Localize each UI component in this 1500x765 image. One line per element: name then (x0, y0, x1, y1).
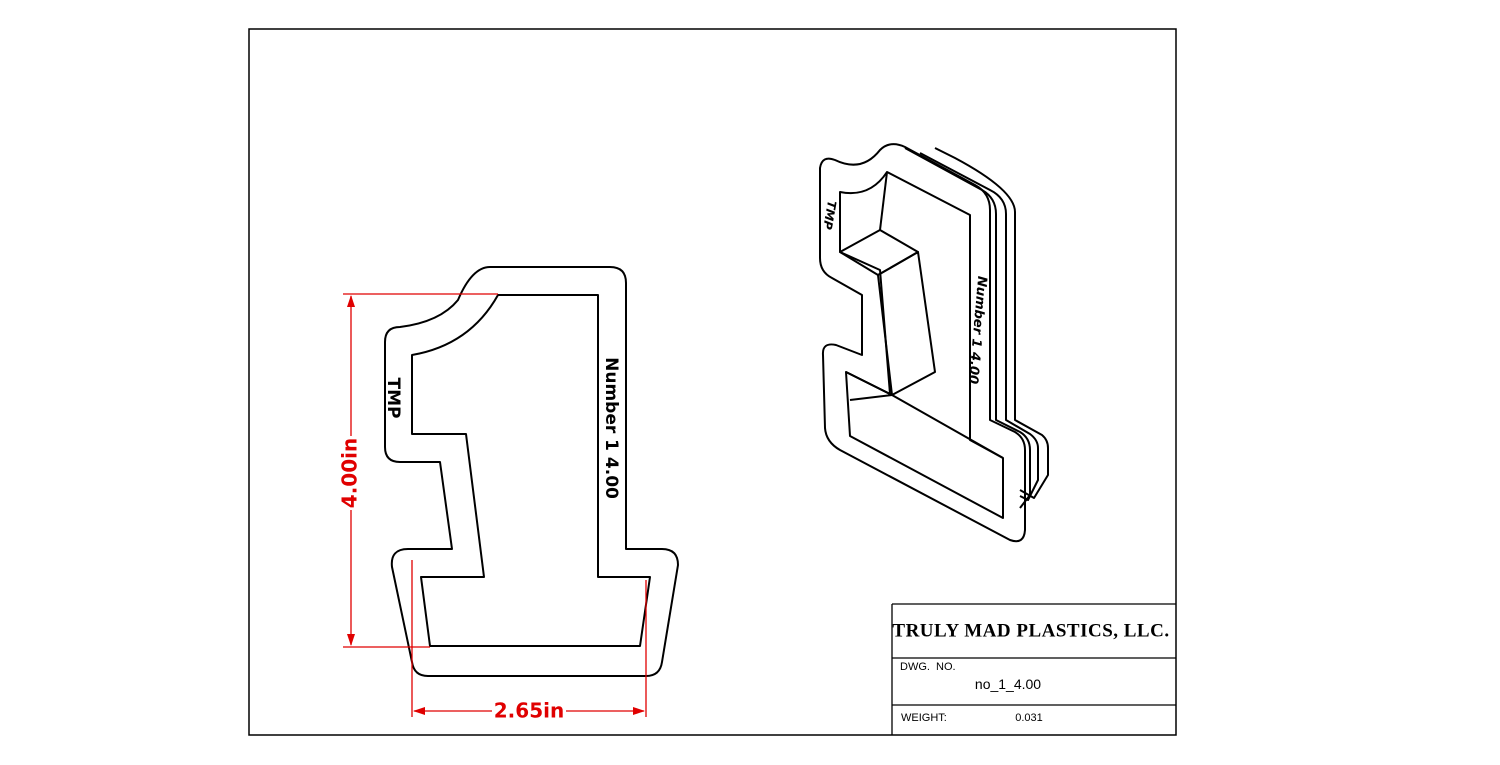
width-dimension-label: 2.65in (494, 699, 564, 723)
weight-label: WEIGHT: (901, 712, 947, 724)
width-dimension (411, 560, 647, 717)
height-dimension (343, 293, 498, 648)
width-arrow-left (413, 707, 425, 715)
front-label-left: TMP (383, 378, 403, 419)
sheet-border (248, 28, 1177, 736)
iso-back-layer-3 (934, 147, 1049, 499)
iso-inner-block-face (877, 251, 936, 396)
width-label-mask (492, 700, 566, 722)
iso-inner-step-upper (839, 229, 919, 276)
height-dimension-label: 4.00in (338, 438, 362, 508)
height-arrow-bottom (347, 634, 355, 646)
iso-inner-edge-1 (879, 171, 888, 231)
company-name: TRULY MAD PLASTICS, LLC. (892, 620, 1169, 641)
dwg-no-value: no_1_4.00 (975, 676, 1041, 692)
weight-value: 0.031 (1015, 712, 1043, 724)
iso-inner-contour (839, 171, 1004, 519)
front-label-right: Number 1 4.00 (601, 357, 621, 499)
front-inner-contour (411, 294, 651, 647)
width-arrow-right (633, 707, 645, 715)
front-view (384, 266, 679, 677)
iso-label-right: Number 1 4.00 (965, 275, 989, 384)
isometric-view (819, 143, 1049, 543)
iso-back-layer-1 (904, 147, 1031, 509)
iso-inner-edge-2 (849, 394, 893, 401)
dwg-no-label: DWG. NO. (900, 661, 956, 673)
iso-inner-floor (845, 371, 1004, 459)
title-block (891, 603, 1176, 735)
iso-back-layer-2 (919, 152, 1039, 501)
height-label-mask (340, 436, 362, 510)
iso-outer-contour (819, 143, 1026, 543)
iso-label-left: TMP (820, 200, 839, 231)
front-outer-contour (384, 266, 679, 677)
height-arrow-top (347, 295, 355, 307)
